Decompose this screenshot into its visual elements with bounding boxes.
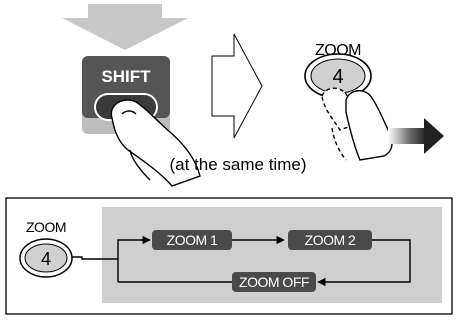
zoom-step-1: ZOOM 1 — [152, 230, 232, 250]
zoom-step-off-label: ZOOM OFF — [239, 274, 309, 290]
cycle-zoom-4-key: 4 — [19, 238, 73, 278]
zoom-step-2: ZOOM 2 — [288, 230, 372, 250]
finger-pressing-shift-icon — [110, 99, 201, 187]
zoom-step-2-label: ZOOM 2 — [305, 232, 356, 248]
zoom-step-1-label: ZOOM 1 — [167, 232, 218, 248]
cycle-zoom-key-label: 4 — [41, 249, 51, 269]
cycle-zoom-title: ZOOM — [26, 219, 66, 235]
shift-button-label: SHIFT — [101, 67, 151, 86]
zoom-step-off: ZOOM OFF — [232, 272, 316, 292]
zoom-key-label: 4 — [332, 66, 343, 88]
simultaneous-caption: (at the same time) — [170, 155, 307, 174]
swipe-right-arrow — [388, 118, 444, 154]
next-step-arrow — [211, 33, 263, 139]
cycle-connectors — [72, 235, 411, 287]
press-down-arrow — [62, 4, 188, 50]
finger-pressing-zoom-icon — [321, 87, 393, 161]
